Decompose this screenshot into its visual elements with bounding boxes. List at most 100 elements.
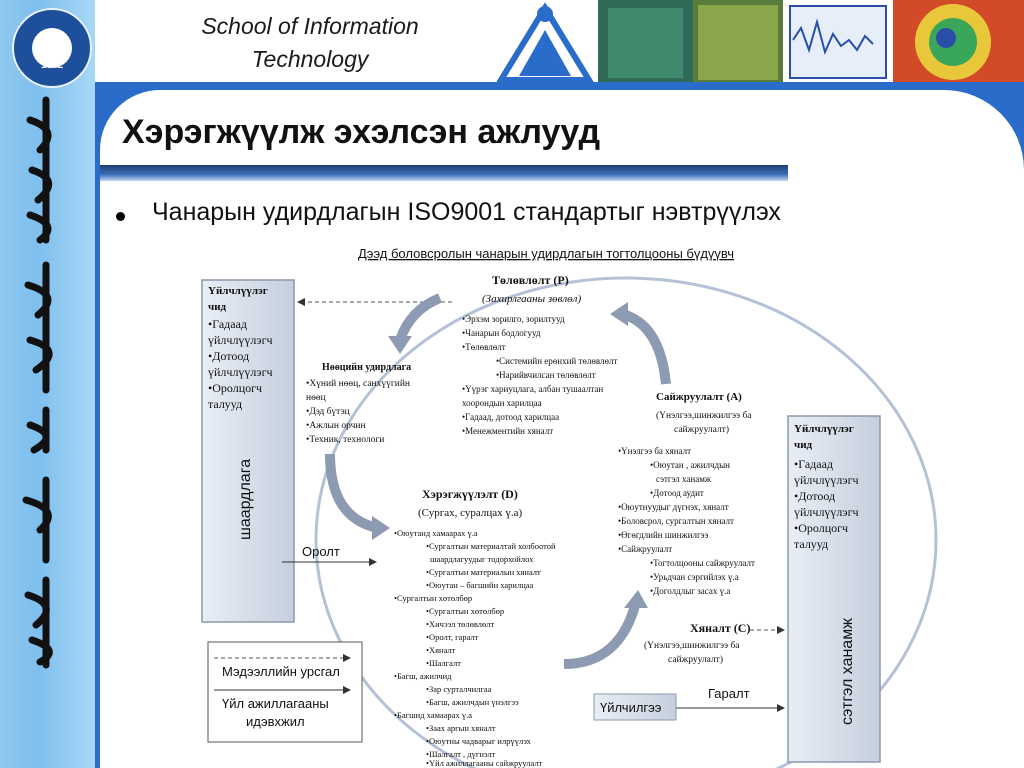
improve-to-plan-arrow	[620, 309, 671, 385]
right-box-heading-line2: чид	[794, 439, 813, 451]
plan-item: •Үүрэг хариуцлага, албан тушаалтан	[462, 384, 603, 394]
title-underline-bar	[100, 165, 788, 181]
resources-item: •Ажлын орчин	[306, 421, 366, 431]
university-logo: 1942	[12, 8, 92, 88]
left-box-vertical-label: шаардлага	[237, 459, 254, 540]
legend-activity-line1: Үйл ажиллагааны	[222, 696, 329, 711]
do-item: •Хичээл төлөвлөлт	[426, 619, 495, 629]
do-item: •Багшид хамаарах ү.а	[394, 710, 472, 720]
resources-item: •Дэд бүтэц	[306, 406, 350, 417]
resources-item: нөөц	[306, 393, 326, 403]
left-customers-box	[201, 279, 295, 623]
resources-to-do-arrowhead	[372, 516, 390, 540]
right-box-item: •Гадаад	[794, 457, 833, 471]
left-box-heading: Үйлчлүүлэг чид	[208, 285, 271, 313]
check-subtitle-line1: (Үнэлгээ,шинжилгээ ба	[644, 640, 740, 651]
improve-items: •Үнэлгээ ба хяналт •Оюутан , ажилчдын сэ…	[618, 446, 757, 596]
plan-to-resources-arrowhead	[388, 336, 412, 354]
do-to-check-arrowhead	[624, 590, 648, 608]
do-item: •Сургалтын материалтай холбоотой	[426, 541, 556, 551]
improve-item: •Доголдлыг засах ү.а	[650, 586, 730, 596]
left-box-item: •Оролцогч	[208, 381, 262, 395]
output-label: Гаралт	[708, 686, 750, 701]
resources-item: •Хүний нөөц, санхүүгийн	[306, 378, 410, 389]
right-box-item: үйлчлүүлэгч	[794, 505, 859, 519]
check-subtitle: (Үнэлгээ,шинжилгээ ба сайжруулалт)	[644, 640, 742, 665]
resources-items: •Хүний нөөц, санхүүгийн нөөц •Дэд бүтэц …	[306, 378, 412, 445]
qms-diagram: Дээд боловсролын чанарын удирдлагын тогт…	[201, 246, 938, 768]
improve-item: •Оюутан , ажилчдын	[650, 460, 730, 470]
plan-title: Төлөвлөлт (P)	[492, 273, 569, 287]
check-subtitle-line2: сайжруулалт)	[668, 654, 723, 665]
improve-to-plan-arrowhead	[610, 302, 628, 326]
resources-title: Нөөцийн удирдлага	[322, 362, 411, 373]
do-item: •Зар сурталчилгаа	[426, 684, 492, 694]
right-box-item: •Оролцогч	[794, 521, 848, 535]
plan-item: •Эрхэм зорилго, зорилтууд	[462, 314, 565, 324]
input-label: Оролт	[302, 544, 340, 559]
legend-info-flow: Мэдээллийн урсгал	[222, 664, 340, 679]
slide-title: Хэрэгжүүлж эхэлсэн ажлууд	[122, 113, 601, 151]
do-item: •Хяналт	[426, 645, 456, 655]
improve-item: •Дотоод аудит	[650, 488, 704, 498]
legend-activity: Үйл ажиллагааны идэвхжил	[222, 696, 332, 729]
do-item: •Оюутны чадварыг илрүүлэх	[426, 736, 532, 746]
technology-banner-image	[598, 0, 1024, 85]
left-box-item: үйлчлүүлэгч	[208, 365, 273, 379]
mongolian-script-graphic	[22, 96, 53, 669]
university-building-icon	[32, 28, 72, 68]
legend-activity-line2: идэвхжил	[246, 714, 305, 729]
do-item: •Багш, ажилчдын үнэлгээ	[426, 697, 519, 707]
right-box-item: үйлчлүүлэгч	[794, 473, 859, 487]
do-item: •Шалгалт	[426, 658, 461, 668]
service-label: Үйлчилгээ	[600, 700, 662, 715]
left-box-item: •Дотоод	[208, 349, 249, 363]
plan-item: •Нарийвчилсан төлөвлөлт	[496, 370, 596, 380]
do-items: •Оюутанд хамаарах ү.а •Сургалтын материа…	[394, 528, 558, 768]
do-item: •Шалгалт , дүгнэлт	[426, 749, 496, 759]
right-box-heading-line1: Үйлчлүүлэг	[794, 423, 854, 435]
do-subtitle: (Сургах, суралцах ү.а)	[418, 507, 522, 519]
school-triangle-logo	[497, 2, 594, 83]
pdca-cycle-ellipse	[314, 276, 938, 768]
right-box-item: талууд	[794, 537, 828, 551]
do-to-check-arrow	[563, 600, 641, 669]
do-item: •Оюутан – багшийн харилцаа	[426, 580, 534, 590]
improve-item: •Урьдчан сэргийлэх ү.а	[650, 572, 739, 582]
legend-box	[207, 641, 363, 743]
right-box-items: •Гадаад үйлчлүүлэгч •Дотоод үйлчлүүлэгч …	[794, 457, 862, 551]
plan-to-resources-arrow	[395, 293, 443, 342]
improve-item: •Өгөгдлийн шинжилгээ	[618, 530, 708, 540]
left-box-item: үйлчлүүлэгч	[208, 333, 273, 347]
bullet-dot	[116, 212, 125, 221]
do-item: шаардлагуудыг тодорхойлох	[430, 554, 534, 564]
improve-title: Сайжруулалт (A)	[656, 391, 742, 403]
do-item: •Сургалтын материалын хяналт	[426, 567, 541, 577]
plan-item: •Чанарын бодлогууд	[462, 328, 541, 338]
improve-item: сэтгэл ханамж	[656, 474, 712, 484]
do-item: •Багш, ажилчид	[394, 671, 452, 681]
resources-item: •Техник, технологи	[306, 435, 384, 445]
improve-item: •Тогтолцооны сайжруулалт	[650, 558, 755, 568]
improve-subtitle-line1: (Үнэлгээ,шинжилгээ ба	[656, 410, 752, 421]
bullet-text: Чанарын удирдлагын ISO9001 стандартыг нэ…	[152, 198, 781, 226]
plan-item: •Менежментийн хяналт	[462, 426, 553, 436]
improve-item: •Боловсрол, сургалтын хяналт	[618, 516, 734, 526]
improve-item: •Сайжруулалт	[618, 544, 672, 554]
school-name: School of Information Technology	[170, 10, 450, 76]
do-item: •Оролт, гаралт	[426, 632, 479, 642]
service-box	[593, 693, 677, 721]
left-box-heading-line1: Үйлчлүүлэг	[208, 285, 268, 297]
do-title: Хэрэгжүүлэлт (D)	[422, 487, 518, 501]
improve-subtitle-line2: сайжруулалт)	[674, 424, 729, 435]
left-box-item: талууд	[208, 397, 242, 411]
left-box-items: •Гадаад үйлчлүүлэгч •Дотоод үйлчлүүлэгч …	[208, 317, 276, 411]
improve-item: •Үнэлгээ ба хяналт	[618, 446, 691, 456]
logo-year: 1942	[40, 60, 64, 71]
left-box-item: •Гадаад	[208, 317, 247, 331]
right-box-item: •Дотоод	[794, 489, 835, 503]
school-name-line1: School of Information	[201, 13, 419, 39]
do-item: •Үйл ажиллагааны сайжруулалт	[426, 758, 543, 768]
plan-item: •Төлөвлөлт	[462, 342, 506, 352]
school-name-line2: Technology	[251, 46, 369, 72]
